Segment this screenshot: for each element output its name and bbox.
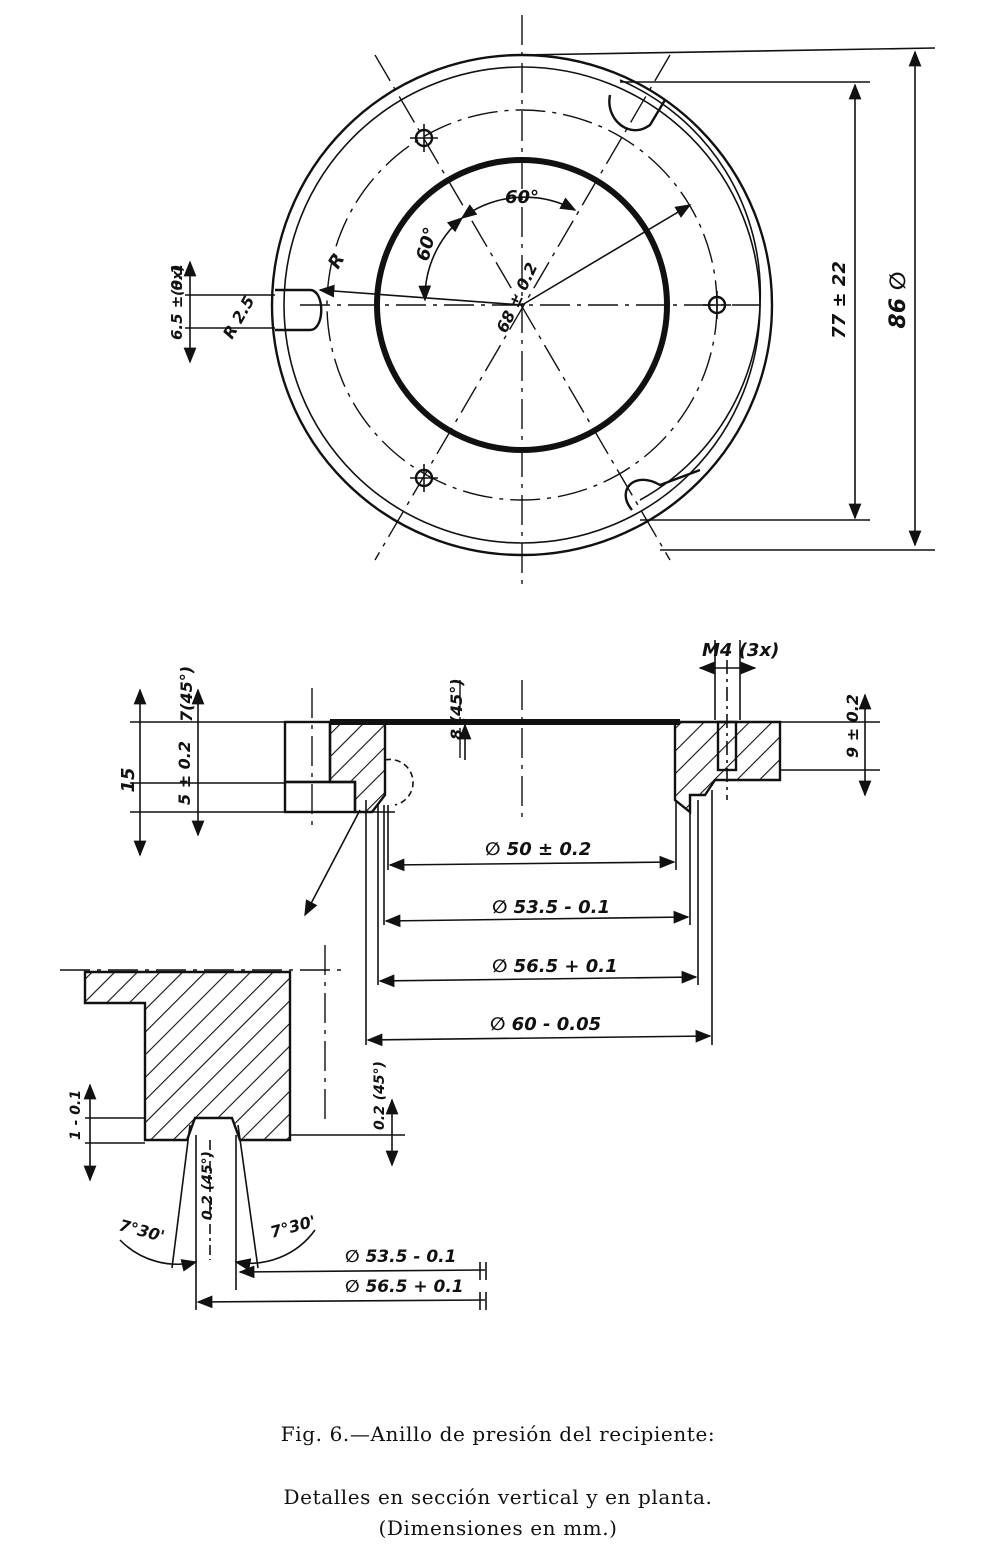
label-dia-4: ∅ 60 - 0.05: [490, 1014, 601, 1035]
figure-units-note: (Dimensiones en mm.): [378, 1516, 618, 1540]
label-dia-3: ∅ 56.5 + 0.1: [492, 956, 618, 977]
angle-arc-left: [418, 216, 464, 302]
section-left-flange: [283, 720, 332, 784]
label-dia-2: ∅ 53.5 - 0.1: [492, 897, 610, 918]
label-height-total: 15: [118, 767, 139, 792]
slot-bottom: [624, 468, 701, 511]
bolt-hole-upper-left: [410, 124, 438, 152]
label-outer-diameter: 86 ∅: [886, 271, 911, 328]
technical-drawing: 86 ∅ 77 ± 22 68 ± 0.2 60° 60° R R 2.5 6.…: [60, 15, 936, 1310]
section-right-hatch: [673, 720, 782, 815]
label-chamfer-bore: 8 (45°): [447, 678, 466, 740]
label-angle-left: 7°30': [117, 1216, 167, 1246]
radius-dim-line: [318, 284, 523, 306]
detail-view: 1 - 0.1 0.2 (45°) 0.2 (45°) 7°30' 7°30' …: [60, 945, 487, 1310]
dim-line-detail-dia-1: [238, 1265, 486, 1279]
bore-circle: [374, 157, 670, 453]
label-chamfer-top: 7(45°): [177, 666, 196, 722]
figure-subcaption: Detalles en sección vertical y en planta…: [283, 1485, 713, 1509]
label-detail-step: 1 - 0.1: [68, 1090, 84, 1140]
angle-arc-top: [460, 196, 577, 219]
label-detail-dia-1: ∅ 53.5 - 0.1: [345, 1247, 456, 1267]
bore-dim-line: [521, 204, 692, 306]
ring-inner-edge: [619, 79, 762, 501]
label-detail-chamfer-a: 0.2 (45°): [372, 1061, 388, 1130]
label-detail-chamfer-b: 0.2 (45°): [200, 1151, 216, 1220]
detail-leader: [304, 809, 361, 917]
label-detail-dia-2: ∅ 56.5 + 0.1: [345, 1277, 464, 1297]
dim-line-dia-1: [388, 855, 676, 872]
plan-view: 86 ∅ 77 ± 22 68 ± 0.2 60° 60° R R 2.5 6.…: [168, 15, 936, 590]
bolt-hole-right: [703, 291, 731, 319]
ring-outer-line: [283, 66, 761, 544]
label-slot-width: 6.5 ± 0.1: [168, 264, 186, 340]
label-slot-count: (3x): [170, 264, 186, 296]
bolt-hole-lower-left: [410, 464, 438, 492]
slot-top: [608, 94, 667, 132]
section-view: 15 5 ± 0.2 7(45°) 8 (45°) M4 (3x) 9 ± 0.…: [118, 640, 880, 1047]
dim-line-dia-3: [378, 970, 698, 988]
label-angle-top: 60°: [505, 187, 539, 208]
label-slot-radius: R 2.5: [219, 292, 259, 342]
section-left-hatch: [328, 720, 387, 814]
label-inner-span: 77 ± 22: [829, 261, 850, 339]
dim-line-dia-4: [366, 1029, 712, 1047]
label-angle-right: 7°30': [268, 1212, 318, 1242]
label-angle-left: 60°: [413, 225, 442, 263]
slot-left: [275, 288, 323, 332]
dim-line-dia-2: [384, 910, 690, 928]
label-thread: M4 (3x): [702, 640, 779, 661]
label-thread-depth: 9 ± 0.2: [843, 694, 862, 758]
detail-hatch-body: [83, 970, 292, 1142]
label-radius: R: [324, 250, 349, 273]
label-dia-1: ∅ 50 ± 0.2: [485, 839, 591, 860]
dim-line-detail-dia-2: [196, 1295, 486, 1309]
figure-caption: Fig. 6.—Anillo de presión del recipiente…: [280, 1422, 716, 1446]
label-step-height: 5 ± 0.2: [175, 741, 194, 805]
